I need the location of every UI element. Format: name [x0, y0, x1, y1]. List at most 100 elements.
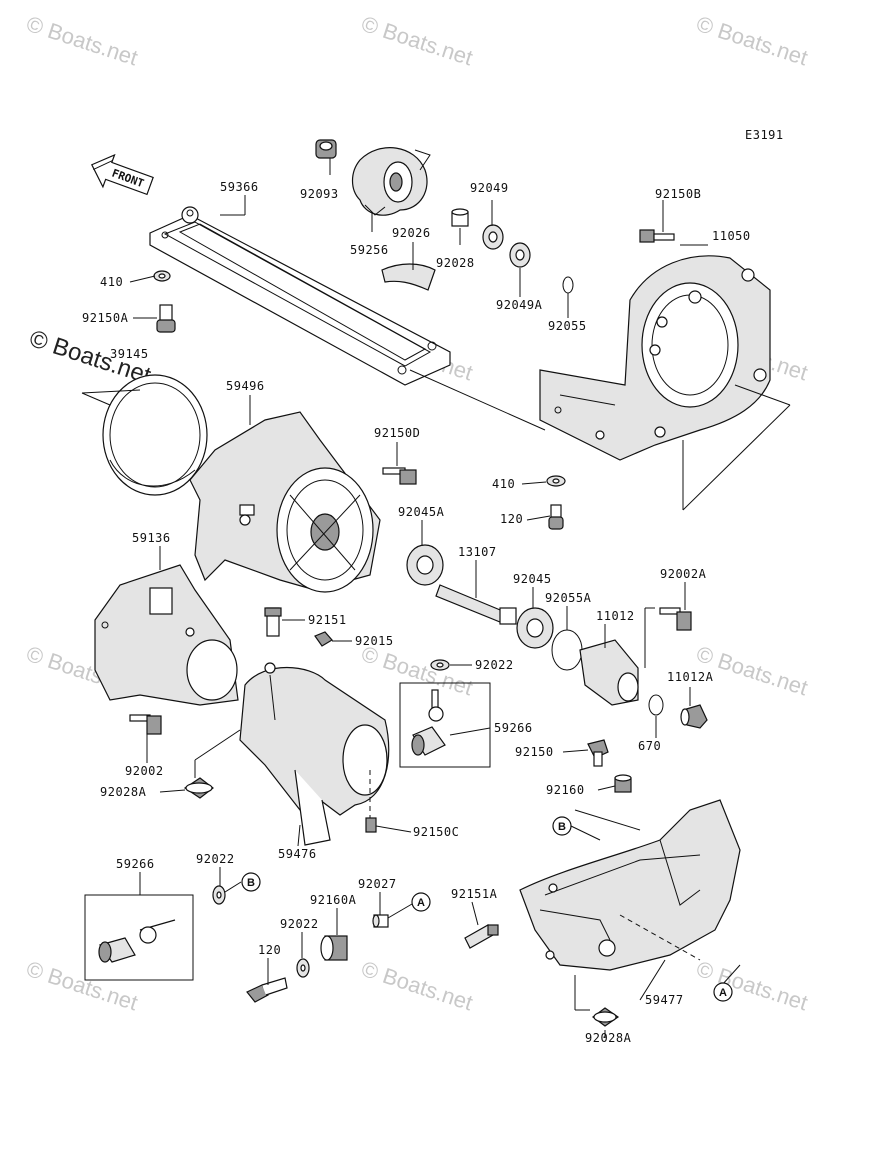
leader-lines [129, 158, 708, 1038]
part-label-92002A: 92002A [660, 567, 707, 581]
part-label-92015: 92015 [355, 634, 394, 648]
washer-92022b-drawing [212, 885, 226, 905]
part-label-59366: 59366 [220, 180, 259, 194]
collar-92028Aa-drawing [183, 729, 241, 799]
deflector-59477-drawing [519, 799, 741, 1011]
shaft-drawing [435, 584, 517, 625]
part-labels: 59366 92093 59256 92049 92150B 11050 920… [82, 180, 751, 1045]
part-label-410-top: 410 [100, 275, 123, 289]
nozzle-59476-drawing [239, 662, 390, 846]
seal-92049-drawing [482, 224, 504, 250]
pump-case-drawing [539, 255, 791, 511]
part-label-92045: 92045 [513, 572, 552, 586]
part-label-92026: 92026 [392, 226, 431, 240]
bolt-92002A-drawing [659, 607, 692, 631]
part-label-39145: 39145 [110, 347, 149, 361]
part-label-11012: 11012 [596, 609, 635, 623]
callout-a-text: A [417, 897, 425, 909]
bearing-92045A-drawing [406, 544, 444, 586]
bolt-92150C-drawing [365, 770, 377, 833]
collar-92027-drawing [372, 914, 389, 928]
bolt-92002-drawing [129, 714, 162, 735]
bolt-92150-drawing [587, 739, 609, 767]
part-label-92160A: 92160A [310, 893, 357, 907]
watermark-faint: © Boats.net [23, 11, 140, 70]
bolt-92150A-drawing [156, 304, 176, 333]
bolt-92150D-drawing [382, 467, 417, 485]
cap-11012-drawing [579, 607, 655, 706]
callout-b-upper: B [552, 816, 572, 836]
part-label-59256: 59256 [350, 243, 389, 257]
part-label-92055A: 92055A [545, 591, 592, 605]
part-label-120-lower: 120 [258, 943, 281, 957]
part-label-59266-upper: 59266 [494, 721, 533, 735]
part-label-92150B: 92150B [655, 187, 701, 201]
part-label-92093: 92093 [300, 187, 339, 201]
o-ring-670-drawing [648, 694, 664, 716]
diagram-code: E3191 [745, 128, 784, 142]
part-label-59476: 59476 [278, 847, 317, 861]
cap-11012A-drawing [680, 704, 708, 729]
nut-92015-drawing [314, 631, 333, 647]
bolt-92151-drawing [264, 607, 282, 637]
part-label-92022-lower-b: 92022 [280, 917, 319, 931]
o-ring-92055-drawing [562, 276, 574, 294]
part-label-410-mid: 410 [492, 477, 515, 491]
part-label-92045A: 92045A [398, 505, 445, 519]
part-label-92150C: 92150C [413, 825, 459, 839]
watermark-faint: © Boats.net [358, 956, 475, 1015]
wear-piece-92026-drawing [381, 263, 436, 291]
washer-92022c-drawing [296, 958, 310, 978]
impeller-drawing [351, 147, 431, 216]
callout-b-text: B [247, 877, 255, 889]
part-label-92150A: 92150A [82, 311, 129, 325]
pump-body-drawing [189, 411, 381, 593]
watermark-faint: © Boats.net [23, 956, 140, 1015]
part-label-92151: 92151 [308, 613, 347, 627]
callout-b-text: B [558, 821, 566, 833]
part-label-92022-mid: 92022 [475, 658, 514, 672]
part-label-59136: 59136 [132, 531, 171, 545]
part-label-92160: 92160 [546, 783, 585, 797]
part-label-11012A: 11012A [667, 670, 714, 684]
part-label-92150D: 92150D [374, 426, 420, 440]
washer-410b-drawing [546, 475, 566, 487]
rod-end-59266a-drawing [399, 682, 491, 768]
rod-end-59266b-drawing [84, 894, 194, 981]
bolt-92151A-drawing [464, 924, 499, 949]
part-label-59496: 59496 [226, 379, 265, 393]
nut-92093-drawing [315, 139, 337, 159]
part-label-92151A: 92151A [451, 887, 498, 901]
ring-39145-drawing [81, 374, 208, 496]
bolt-120a-drawing [548, 504, 564, 530]
part-label-92055: 92055 [548, 319, 587, 333]
part-label-92028A-left: 92028A [100, 785, 147, 799]
callout-a-text: A [719, 987, 727, 999]
part-label-670: 670 [638, 739, 661, 753]
part-label-92028: 92028 [436, 256, 475, 270]
part-label-11050: 11050 [712, 229, 751, 243]
bushing-92160A-drawing [320, 935, 348, 961]
callout-a-lower: A [713, 982, 733, 1002]
front-arrow-icon: FRONT [90, 153, 154, 196]
bracket-plate-drawing [149, 206, 546, 431]
part-label-59266-lower: 59266 [116, 857, 155, 871]
callout-a-upper: A [411, 892, 431, 912]
part-label-13107: 13107 [458, 545, 497, 559]
bolt-120b-drawing [246, 977, 288, 1003]
bolt-92150B-drawing [639, 229, 675, 243]
watermark-faint: © Boats.net [358, 641, 475, 700]
callout-b-lower: B [241, 872, 261, 892]
part-label-92027: 92027 [358, 877, 397, 891]
part-label-92002: 92002 [125, 764, 164, 778]
part-label-59477: 59477 [645, 993, 684, 1007]
watermark-faint: © Boats.net [693, 11, 810, 70]
washer-92022a-drawing [430, 659, 450, 671]
o-ring-92055A-drawing [551, 629, 583, 671]
seal-92049A-drawing [509, 242, 531, 268]
part-label-120-mid: 120 [500, 512, 523, 526]
collar-92028Ab-drawing [592, 1007, 620, 1027]
watermark-faint: © Boats.net [693, 956, 810, 1015]
